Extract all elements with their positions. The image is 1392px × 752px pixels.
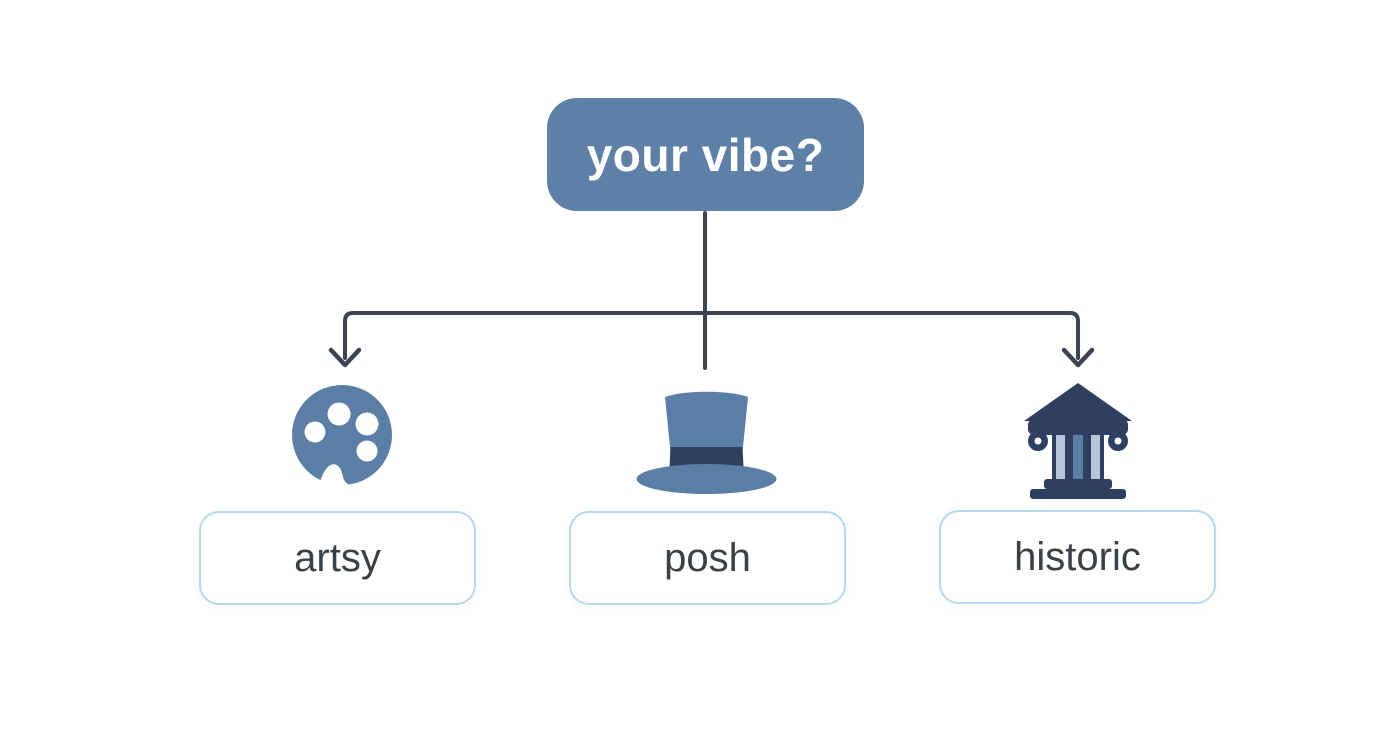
- option-historic[interactable]: historic: [939, 510, 1216, 604]
- option-artsy-label: artsy: [294, 535, 381, 580]
- branch-line: [343, 311, 1080, 360]
- option-posh-label: posh: [664, 535, 751, 580]
- top-hat-icon: [636, 391, 777, 494]
- arrowhead-right-icon: [1061, 347, 1095, 368]
- option-historic-label: historic: [1014, 534, 1141, 579]
- palette-icon: [292, 385, 392, 487]
- option-posh[interactable]: posh: [569, 511, 846, 605]
- option-artsy[interactable]: artsy: [199, 511, 476, 605]
- root-node-label: your vibe?: [586, 128, 825, 181]
- bank-building-icon: [1024, 383, 1132, 499]
- arrowhead-left-icon: [328, 347, 362, 368]
- root-node: your vibe?: [547, 98, 864, 211]
